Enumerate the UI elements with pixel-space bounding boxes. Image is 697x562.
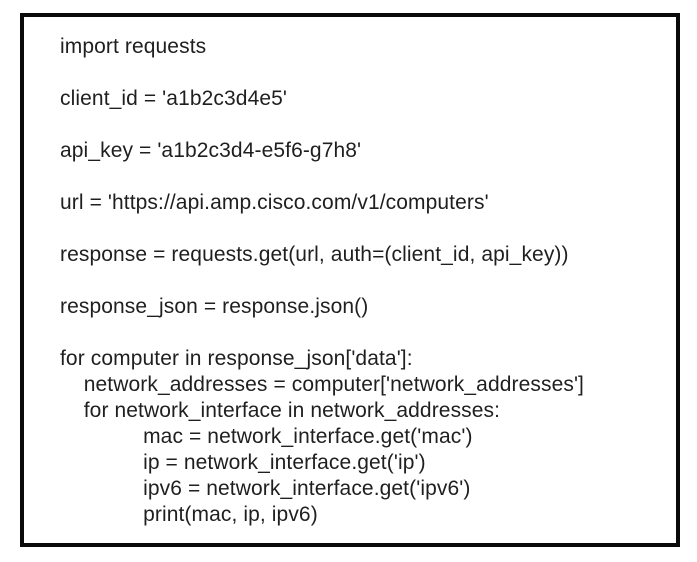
code-line: client_id = 'a1b2c3d4e5' <box>60 87 288 110</box>
code-line: ip = network_interface.get('ip') <box>60 451 426 474</box>
code-line: response = requests.get(url, auth=(clien… <box>60 243 569 266</box>
code-line: for network_interface in network_address… <box>60 399 501 422</box>
code-line: for computer in response_json['data']: <box>60 347 413 370</box>
code-line <box>60 112 666 138</box>
code-line <box>60 320 666 346</box>
code-line: api_key = 'a1b2c3d4-e5f6-g7h8' <box>60 139 362 162</box>
code-line <box>60 216 666 242</box>
code-line <box>60 268 666 294</box>
code-line: url = 'https://api.amp.cisco.com/v1/comp… <box>60 191 489 214</box>
code-line: mac = network_interface.get('mac') <box>60 425 473 448</box>
code-line: network_addresses = computer['network_ad… <box>60 373 584 396</box>
code-line <box>60 60 666 86</box>
code-line: import requests <box>60 35 207 58</box>
code-snippet-box: import requests client_id = 'a1b2c3d4e5'… <box>20 13 680 547</box>
code-line: response_json = response.json() <box>60 295 369 318</box>
code-line <box>60 164 666 190</box>
code-line: print(mac, ip, ipv6) <box>60 503 318 526</box>
code-line: ipv6 = network_interface.get('ipv6') <box>60 477 471 500</box>
